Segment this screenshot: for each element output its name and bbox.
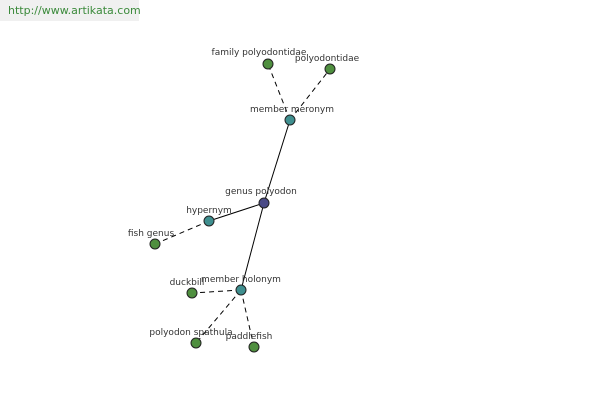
node-member-holonym[interactable] (235, 284, 247, 296)
node-duckbill[interactable] (186, 287, 198, 299)
label-paddlefish: paddlefish (226, 332, 273, 342)
edge-holonym-polyodon-spathula (195, 289, 242, 344)
edge-holonym-duckbill (191, 289, 242, 294)
edge-meronym-polyodontidae (289, 68, 331, 121)
node-fish-genus[interactable] (149, 238, 161, 250)
label-fish-genus: fish genus (128, 229, 175, 239)
label-hypernym: hypernym (186, 206, 232, 216)
edge-hypernym-fish-genus (154, 220, 210, 245)
graph-nodes: genus polyodon member meronym hypernym m… (128, 48, 360, 353)
node-family-polyodontidae[interactable] (262, 58, 274, 70)
label-polyodontidae: polyodontidae (295, 54, 360, 64)
edge-center-holonym (240, 202, 265, 291)
label-member-holonym: member holonym (201, 275, 281, 285)
node-polyodontidae[interactable] (324, 63, 336, 75)
label-member-meronym: member meronym (250, 105, 334, 115)
label-polyodon-spathula: polyodon spathula (149, 328, 232, 338)
edge-center-meronym (263, 119, 291, 204)
label-genus-polyodon: genus polyodon (225, 187, 297, 197)
node-polyodon-spathula[interactable] (190, 337, 202, 349)
node-hypernym[interactable] (203, 215, 215, 227)
edge-meronym-family-polyodontidae (267, 63, 291, 121)
graph-edges (154, 63, 331, 348)
node-genus-polyodon[interactable] (258, 197, 270, 209)
url-banner: http://www.artikata.com (0, 0, 141, 21)
node-member-meronym[interactable] (284, 114, 296, 126)
node-paddlefish[interactable] (248, 341, 260, 353)
site-url-link[interactable]: http://www.artikata.com (8, 4, 141, 17)
label-family-polyodontidae: family polyodontidae (212, 48, 307, 58)
edge-holonym-paddlefish (240, 289, 255, 348)
label-duckbill: duckbill (170, 278, 205, 288)
edge-center-hypernym (208, 202, 265, 222)
